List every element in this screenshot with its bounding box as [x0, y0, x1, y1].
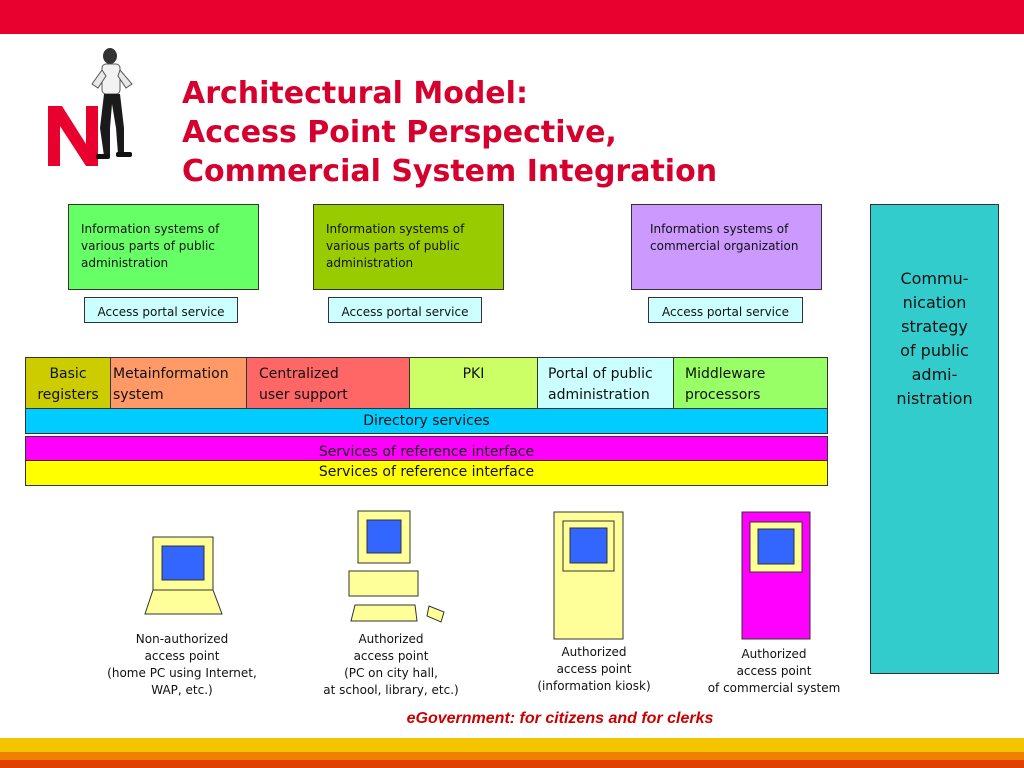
top-accent-bar	[0, 0, 1024, 34]
service-portal-of-public-administration: Portal of public administration	[537, 357, 674, 409]
info-system-public-admin-1: Information systems of various parts of …	[68, 204, 259, 290]
desktop-pc-icon	[348, 510, 445, 623]
laptop-icon	[144, 536, 223, 615]
service-middleware-processors: Middleware processors	[673, 357, 828, 409]
service-centralized-user-support: Centralized user support	[246, 357, 410, 409]
footer-slogan: eGovernment: for citizens and for clerks	[406, 710, 714, 727]
bottom-stripe-orange	[0, 752, 1024, 760]
band-reference-interface-magenta: Services of reference interface	[25, 436, 828, 461]
title-line-1: Architectural Model:	[182, 76, 528, 111]
company-logo	[48, 48, 133, 166]
band-reference-interface-yellow: Services of reference interface	[25, 460, 828, 486]
band-directory-services: Directory services	[25, 408, 828, 434]
access-portal-service-1: Access portal service	[84, 297, 238, 323]
info-system-public-admin-2: Information systems of various parts of …	[313, 204, 504, 290]
slide-title: Architectural Model: Access Point Perspe…	[182, 74, 882, 191]
caption-non-authorized-access-point: Non-authorized access point (home PC usi…	[107, 632, 257, 697]
information-kiosk-icon	[553, 511, 624, 640]
communication-strategy-box: Commu- nication strategy of public admi-…	[870, 204, 999, 674]
title-line-2: Access Point Perspective,	[182, 115, 617, 150]
title-line-3: Commercial System Integration	[182, 154, 718, 189]
bottom-stripe-yellow	[0, 738, 1024, 752]
bottom-stripe-red	[0, 760, 1024, 768]
caption-authorized-kiosk-access-point: Authorized access point (information kio…	[537, 645, 651, 693]
service-basic-registers: Basic registers	[25, 357, 111, 409]
service-metainformation-system: Metainformation system	[110, 357, 247, 409]
service-pki: PKI	[409, 357, 538, 409]
caption-authorized-commercial-access-point: Authorized access point of commercial sy…	[707, 647, 841, 695]
access-portal-service-2: Access portal service	[328, 297, 482, 323]
caption-authorized-pc-access-point: Authorized access point (PC on city hall…	[323, 632, 459, 697]
commercial-kiosk-icon	[741, 511, 811, 640]
info-system-commercial: Information systems of commercial organi…	[631, 204, 822, 290]
access-portal-service-3: Access portal service	[648, 297, 803, 323]
